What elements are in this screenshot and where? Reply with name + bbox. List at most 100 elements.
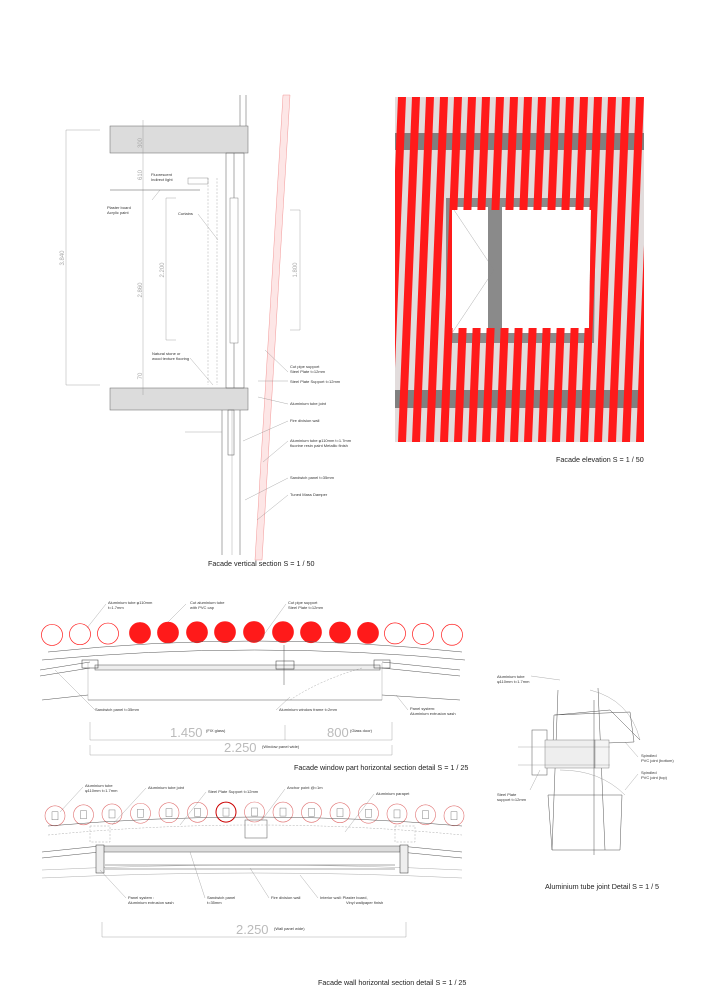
tube-stripe: [426, 97, 448, 442]
cut-tube-filled: [214, 621, 236, 643]
upper-slab: [109, 125, 249, 154]
tube-stripe: [395, 97, 406, 369]
label-tube: Aluminium tube: [497, 674, 525, 679]
tube-outline: [384, 622, 406, 645]
label-cut-pipe-2: Steel Plate t=12mm: [290, 369, 326, 374]
label-cut-pipe: Cut pipe support: [290, 364, 320, 369]
label-sandwich-2: t=35mm: [207, 900, 222, 905]
tube-outline: [130, 802, 151, 824]
label-tube-2: t=1.7mm: [108, 605, 124, 610]
tube-outline: [97, 622, 119, 645]
label-sandwich: Sandwich panel: [207, 895, 235, 900]
tube-support-bracket: [165, 808, 173, 817]
tube-outline: [187, 802, 208, 823]
tube-support-bracket: [51, 811, 59, 821]
tube-outline: [329, 802, 351, 823]
tube-support-bracket: [251, 807, 258, 817]
label-cut-tube: Cut aluminium tube: [190, 600, 225, 605]
label-tube: Aluminium tube φ110mm: [108, 600, 153, 605]
tube-outline: [443, 805, 465, 827]
label-cut-pipe: Cut pipe support: [288, 600, 318, 605]
tube-stripe: [440, 97, 462, 442]
label-flooring-2: wood texture flooring: [152, 356, 189, 361]
tube-joint-detail: Aluminium tube φ110mm t=1.7mm Spindled P…: [497, 674, 674, 891]
cut-tube-filled: [300, 621, 322, 644]
label-sandwich: Sandwich panel t=35mm: [95, 707, 140, 712]
label-flooring: Natural stone or: [152, 351, 181, 356]
label-plaster-2: Acrylic paint: [107, 210, 129, 215]
label-damper: Tuned Mass Damper: [290, 492, 328, 497]
tube-stripe: [412, 97, 434, 442]
tube-outline: [415, 804, 436, 826]
label-sandwich: Sandwich panel t=35mm: [290, 475, 335, 480]
label-tube-2: φ110mm t=1.7mm: [85, 788, 118, 793]
cut-tube-filled: [272, 621, 294, 643]
label-panel-system: Panel system :: [128, 895, 154, 900]
wall-horizontal-section: Aluminium tube φ110mm t=1.7mm Aluminium …: [41, 783, 466, 987]
caption-vertical-section: Facade vertical section S = 1 / 50: [208, 559, 314, 568]
label-tube-joint: Aluminium tube joint: [148, 785, 185, 790]
tube-stripe: [580, 97, 602, 442]
label-plaster: Plaster board: [107, 205, 131, 210]
caption-window-section: Facade window part horizontal section de…: [294, 763, 468, 772]
tube-stripe: [482, 97, 504, 442]
dim-total-value: 2.250: [236, 922, 269, 937]
label-cut-pipe-2: Steel Plate t=12mm: [288, 605, 324, 610]
tube-outline: [441, 623, 463, 646]
dim-total-value: 2.250: [224, 740, 257, 755]
label-steel-plate-2: support t=12mm: [497, 797, 527, 802]
cut-tube-filled: [157, 621, 179, 644]
tube-stripe: [636, 244, 644, 442]
tube-stripe: [622, 97, 644, 442]
tube-support-bracket: [393, 809, 401, 819]
tube-support-bracket: [365, 809, 372, 818]
window-tube-row: [41, 621, 463, 646]
tube-support-bracket: [80, 810, 87, 819]
tube-stripe: [398, 97, 420, 442]
cut-tube-filled: [357, 622, 379, 644]
tube-support-bracket: [222, 807, 230, 817]
label-steel-plate: Steel Plate: [497, 792, 517, 797]
facade-elevation: Facade elevation S = 1 / 50: [356, 97, 644, 464]
tube-stripe: [454, 97, 476, 442]
dim-slab: 300: [138, 137, 144, 148]
tube-outline: [215, 801, 237, 823]
tube-outline: [386, 803, 408, 825]
aluminium-tube-section: [254, 94, 291, 561]
label-interior-2: Vinyl wallpaper finish: [346, 900, 383, 905]
tube-outline: [73, 804, 94, 826]
tube-stripe: [566, 97, 588, 442]
tube-outline: [158, 802, 180, 824]
tube-support-bracket: [422, 810, 429, 819]
wall-tube-row: [44, 801, 465, 827]
dim-door-value: 800: [327, 725, 349, 740]
tube-stripe: [608, 97, 630, 442]
dim-tube-span: 1.800: [293, 262, 299, 278]
caption-wall-section: Facade wall horizontal section detail S …: [318, 978, 466, 987]
tube-support-bracket: [137, 809, 144, 818]
caption-joint-detail: Aluminium tube joint Detail S = 1 / 5: [545, 882, 659, 891]
tube-stripe: [510, 97, 532, 442]
dim-door-note: (Glass door): [350, 728, 373, 733]
window-frame: [225, 152, 245, 389]
tube-stripe: [496, 97, 518, 442]
glass-pane: [94, 664, 381, 671]
label-pvc-bottom: Spindled: [641, 753, 657, 758]
tube-stripe: [370, 97, 392, 442]
tube-stripe: [356, 97, 378, 442]
tube-stripe: [552, 97, 574, 442]
tube-outline: [301, 802, 322, 823]
label-curtains: Curtains: [178, 211, 193, 216]
label-steel-plate: Steel Plate Support t=12mm: [208, 789, 259, 794]
label-tube-joint: Aluminium tube joint: [290, 401, 327, 406]
tube-support-bracket: [336, 808, 344, 817]
tube-outline: [358, 802, 379, 824]
tube-stripes: [356, 97, 644, 442]
tube-support-bracket: [279, 807, 287, 817]
label-parapet: Aluminium parapet: [376, 791, 410, 796]
dim-ceiling: 610: [138, 169, 144, 180]
tube-stripe: [594, 97, 616, 442]
tube-stripe: [538, 97, 560, 442]
label-fire-wall: Fire division wall: [290, 418, 319, 423]
